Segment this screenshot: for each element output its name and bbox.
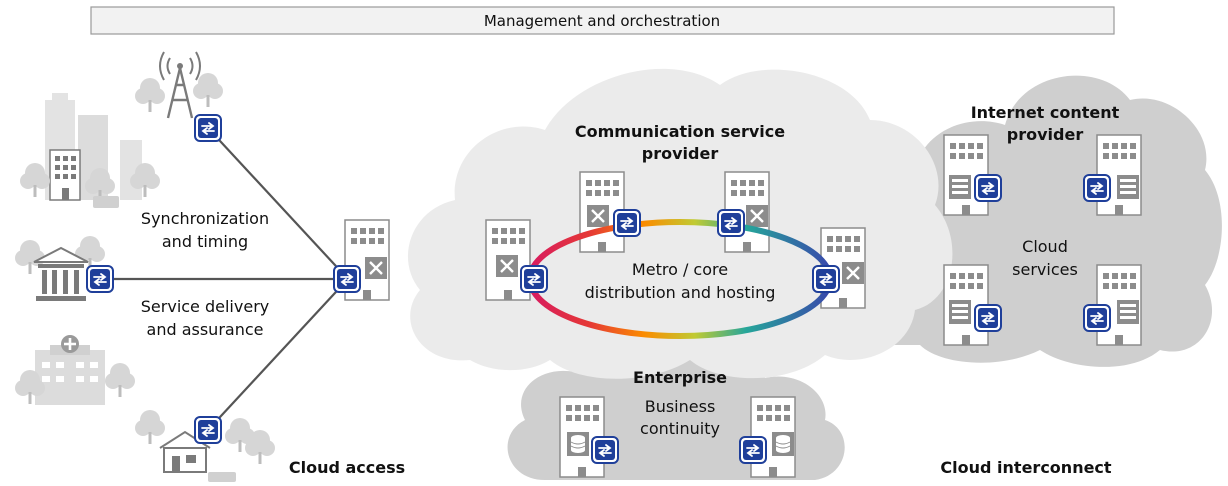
cloud-services-line1: Cloud: [1022, 237, 1068, 256]
router-icon: [1083, 174, 1111, 202]
metro-label-line1: Metro / core: [632, 260, 728, 279]
router-icon: [1083, 304, 1111, 332]
switch-icon: [494, 253, 520, 279]
router-icon: [739, 436, 767, 464]
cloud-interconnect-label: Cloud interconnect: [940, 458, 1111, 477]
management-bar-label: Management and orchestration: [484, 12, 720, 30]
server-icon: [949, 175, 971, 199]
switch-icon: [744, 203, 770, 229]
enterprise-title: Enterprise: [633, 368, 727, 387]
access-lines: [100, 127, 348, 431]
switch-icon: [840, 260, 866, 286]
router-icon: [613, 209, 641, 237]
csp-title-line2: provider: [642, 144, 719, 163]
bank-icon: [15, 236, 105, 301]
csp-title-line1: Communication service: [575, 122, 785, 141]
router-icon: [717, 209, 745, 237]
router-icon: [333, 265, 361, 293]
switch-icon: [363, 255, 389, 281]
icp-title-line1: Internet content: [971, 103, 1120, 122]
house-icon: [135, 410, 275, 482]
business-label-line2: continuity: [640, 419, 720, 438]
router-icon: [974, 174, 1002, 202]
city-icon: [20, 93, 160, 208]
sync-label-line2: and timing: [162, 232, 248, 251]
router-icon: [974, 304, 1002, 332]
management-bar: Management and orchestration: [90, 6, 1115, 35]
router-icon: [194, 114, 222, 142]
cell-tower-icon: [135, 51, 223, 119]
metro-label-line2: distribution and hosting: [585, 283, 776, 302]
router-icon: [520, 265, 548, 293]
service-label-line1: Service delivery: [141, 297, 269, 316]
server-icon: [949, 300, 971, 324]
database-icon: [566, 431, 590, 457]
business-label-line1: Business: [645, 397, 716, 416]
sync-label-line1: Synchronization: [141, 209, 269, 228]
router-icon: [86, 265, 114, 293]
router-icon: [591, 436, 619, 464]
service-label-line2: and assurance: [147, 320, 264, 339]
router-icon: [194, 416, 222, 444]
server-icon: [1117, 175, 1139, 199]
hospital-icon: [15, 335, 135, 405]
icp-title-line2: provider: [1007, 125, 1084, 144]
cloud-access-label: Cloud access: [289, 458, 405, 477]
server-icon: [1117, 300, 1139, 324]
database-icon: [771, 431, 795, 457]
switch-icon: [585, 203, 611, 229]
router-icon: [812, 265, 840, 293]
cloud-services-line2: services: [1012, 260, 1078, 279]
